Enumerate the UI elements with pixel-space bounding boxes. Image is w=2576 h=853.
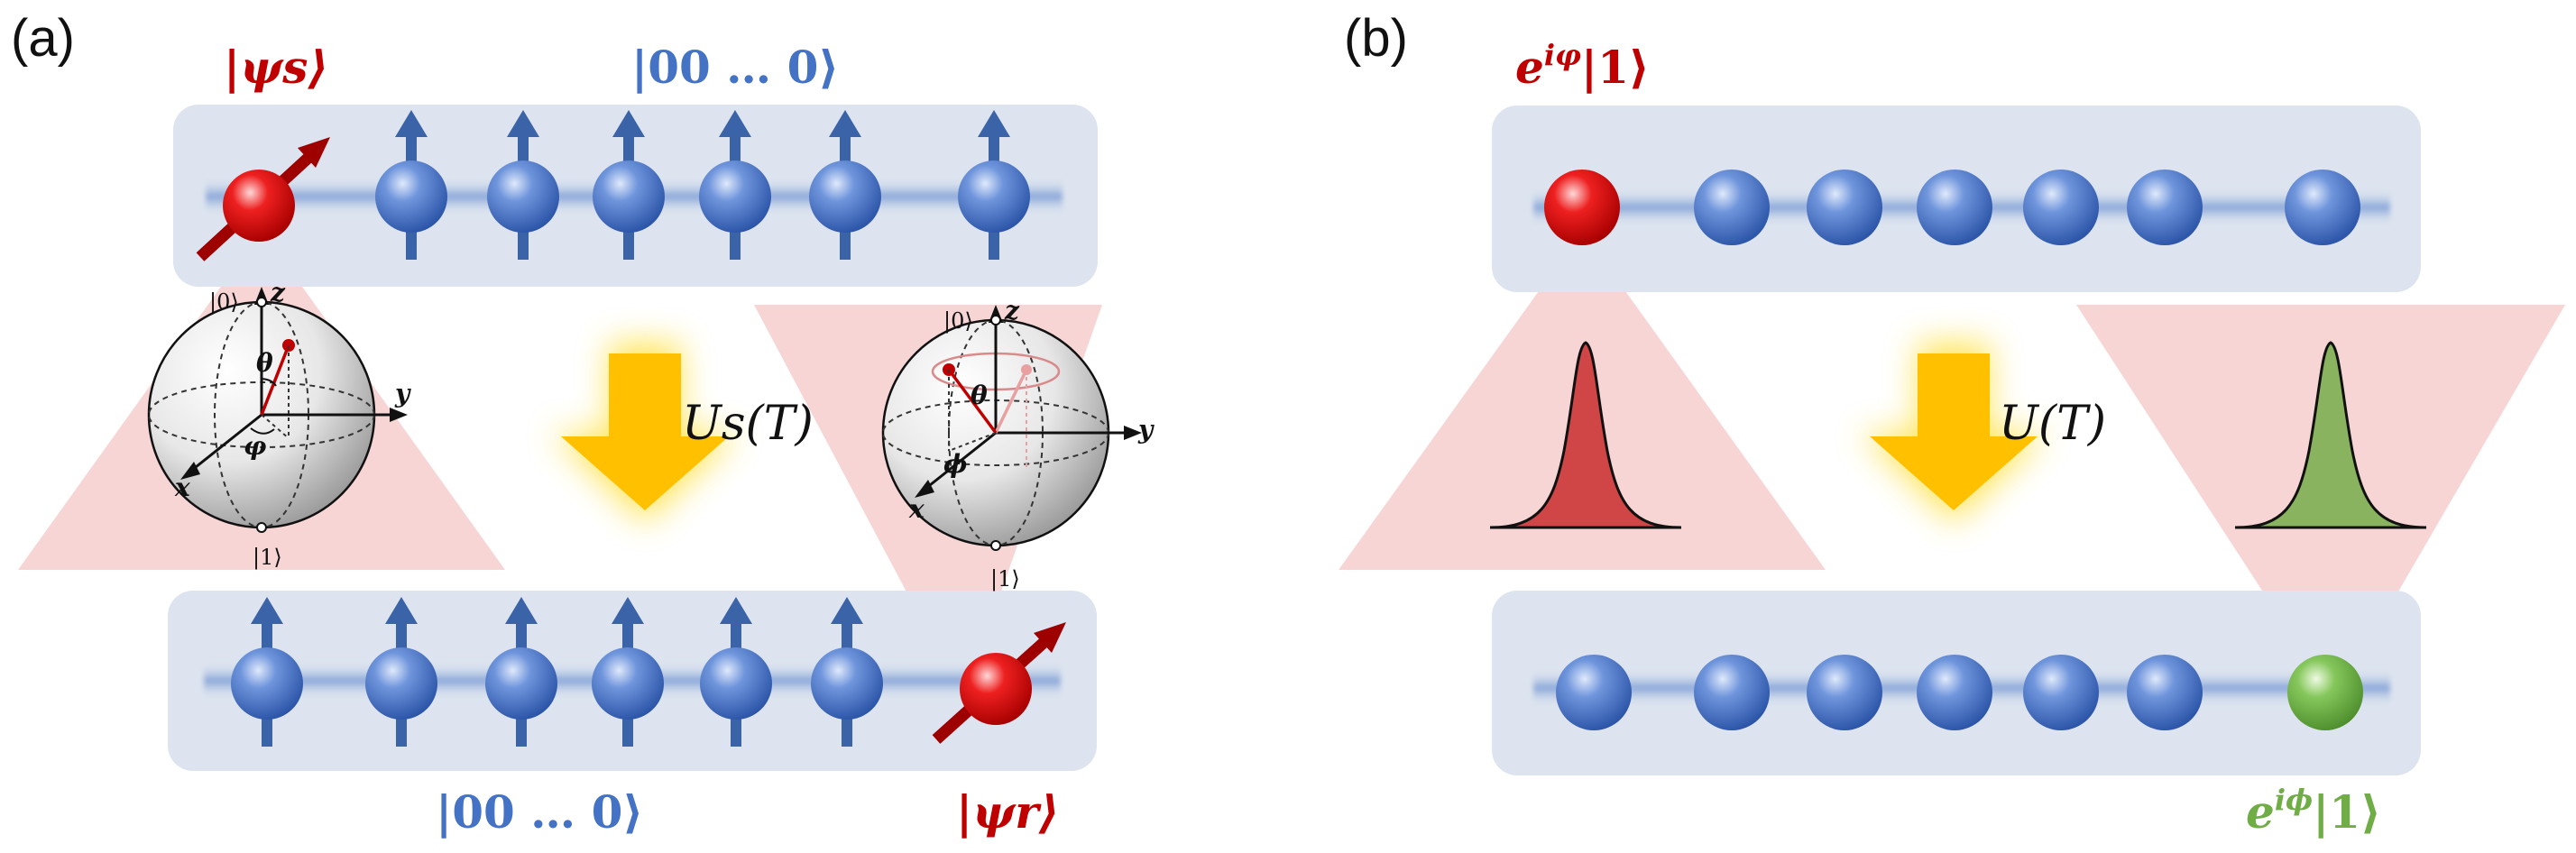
ground-qubit xyxy=(1807,170,1882,245)
excited-qubit xyxy=(1544,170,1620,245)
receiver-state-label: eiϕ|1⟩ xyxy=(2246,783,2381,839)
ground-qubit xyxy=(1694,655,1770,730)
bottom-chain-qubits xyxy=(1556,655,2363,730)
top-chain-state-label: |00 … 0⟩ xyxy=(631,41,839,95)
bottom-chain-state-label: |00 … 0⟩ xyxy=(436,785,643,839)
y-axis-label: y xyxy=(1137,415,1155,445)
sender-wavepacket xyxy=(1489,341,1682,529)
receiver-state-label: |ψr⟩ xyxy=(956,785,1059,839)
ket-one-label: |1⟩ xyxy=(990,566,1020,592)
theta-label: θ xyxy=(256,348,273,378)
top-chain-spins xyxy=(375,110,1030,260)
receiver-wavepacket xyxy=(2234,341,2427,529)
spin-up-qubit xyxy=(592,597,664,747)
ground-qubit xyxy=(2285,170,2360,245)
ground-qubit xyxy=(1807,655,1882,730)
evolution-operator-label: U(T) xyxy=(1999,397,2106,451)
ket-zero-label: |0⟩ xyxy=(209,289,239,316)
spin-up-qubit xyxy=(593,110,665,260)
spin-up-qubit xyxy=(487,110,559,260)
ground-qubit xyxy=(2023,170,2099,245)
bloch-sphere-left: |0⟩ |1⟩ z y x θ φ xyxy=(147,278,411,571)
panel-a-label: (a) xyxy=(11,9,75,68)
ground-qubit xyxy=(1917,170,1992,245)
phi-label: φ xyxy=(244,431,267,461)
sender-spin xyxy=(196,137,330,261)
evolution-operator-label: Us(T) xyxy=(682,397,814,451)
ground-qubit xyxy=(1694,170,1770,245)
ground-qubit xyxy=(1556,655,1632,730)
y-axis-label: y xyxy=(394,379,411,408)
ground-qubit xyxy=(2127,170,2203,245)
evolution-arrow xyxy=(1861,343,2047,523)
ground-qubit xyxy=(2023,655,2099,730)
ground-qubit xyxy=(2127,655,2203,730)
spin-up-qubit xyxy=(809,110,881,260)
bloch-sphere-right: |0⟩ |1⟩ z y x θ ϕ xyxy=(881,296,1155,592)
spin-up-qubit xyxy=(700,597,772,747)
z-axis-label: z xyxy=(1004,296,1020,326)
theta-label: θ xyxy=(971,381,988,410)
spin-up-qubit xyxy=(365,597,437,747)
x-axis-label: x xyxy=(908,494,925,524)
ket-one-label: |1⟩ xyxy=(253,545,282,571)
x-axis-label: x xyxy=(174,472,190,502)
panel-b: (b) xyxy=(1339,9,2565,839)
spin-up-qubit xyxy=(375,110,447,260)
sender-state-label: eiφ|1⟩ xyxy=(1515,38,1650,95)
panel-a: (a) xyxy=(11,9,1155,839)
top-chain-qubits xyxy=(1544,170,2360,245)
ket-zero-label: |0⟩ xyxy=(943,308,973,335)
bottom-chain-spins xyxy=(231,597,883,747)
received-qubit xyxy=(2287,655,2363,730)
evolution-arrow xyxy=(552,343,738,523)
panel-b-label: (b) xyxy=(1344,9,1408,68)
spin-up-qubit xyxy=(231,597,303,747)
ground-qubit xyxy=(1917,655,1992,730)
spin-up-qubit xyxy=(485,597,557,747)
z-axis-label: z xyxy=(270,278,286,307)
phi-label: ϕ xyxy=(943,449,967,479)
spin-up-qubit xyxy=(958,110,1030,260)
sender-state-label: |ψs⟩ xyxy=(224,41,328,95)
spin-up-qubit xyxy=(699,110,771,260)
receiver-spin xyxy=(932,622,1066,744)
spin-up-qubit xyxy=(811,597,883,747)
